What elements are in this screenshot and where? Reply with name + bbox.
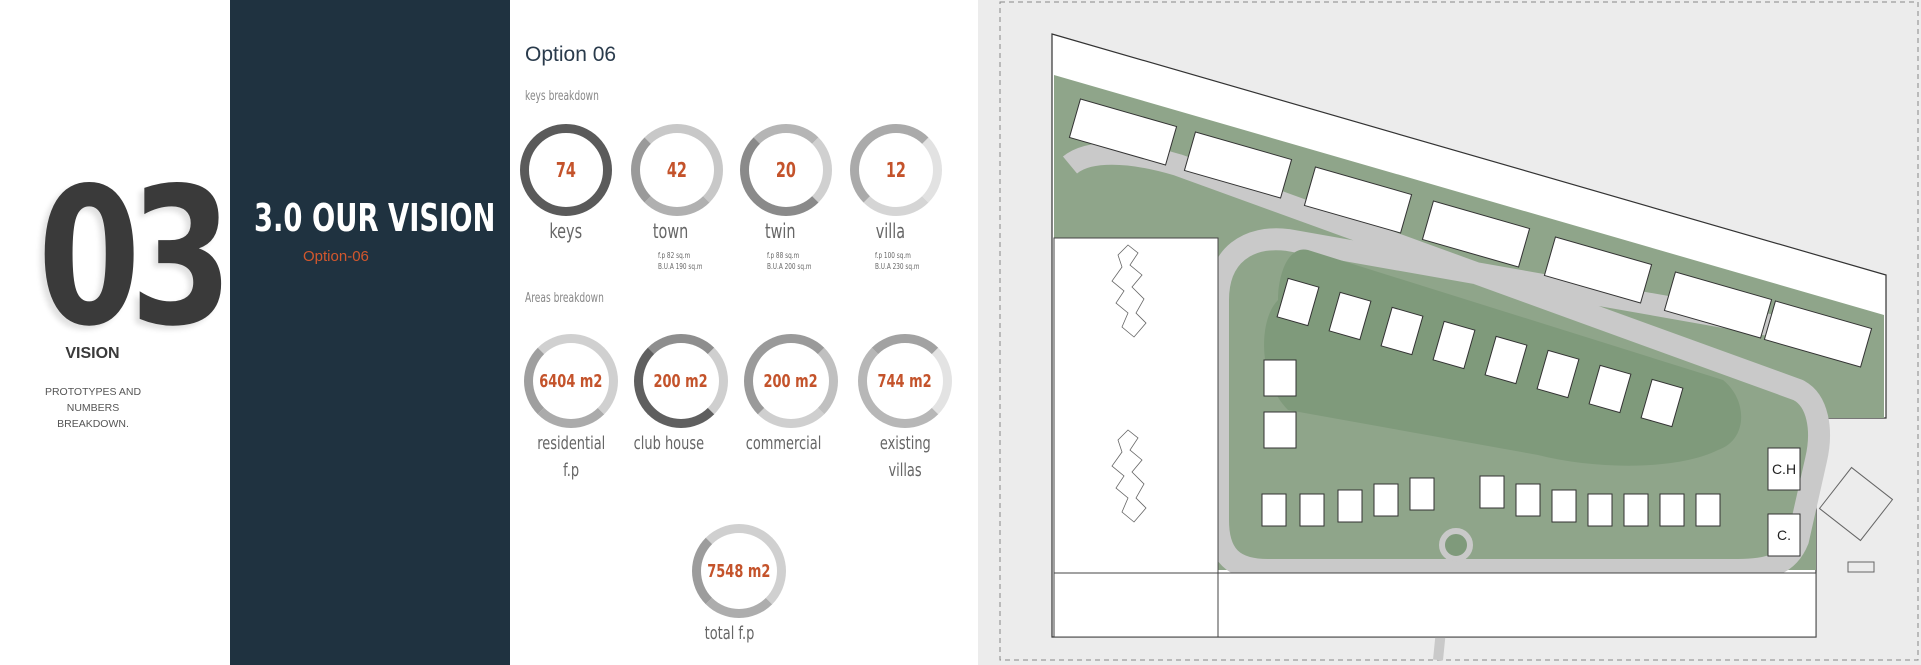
section-label: VISION — [65, 345, 120, 362]
stat-label-keys: keys — [549, 219, 583, 243]
page-subtitle: Option-06 — [303, 248, 369, 265]
title-band — [230, 0, 510, 665]
stat-ring-keys: 74 — [520, 124, 612, 216]
stat-label-club-house: club house — [633, 433, 705, 454]
stat-ring-town: 42 — [631, 124, 723, 216]
stat-ring-twin: 20 — [740, 124, 832, 216]
stat-label-total: total f.p — [705, 623, 755, 644]
stat-ring-villa: 12 — [850, 124, 942, 216]
club-house-label: C.H — [1772, 461, 1796, 477]
option-title: Option 06 — [525, 43, 617, 66]
stat-label-commercial: commercial — [745, 433, 822, 454]
stat-ring-club-house: 200 m2 — [634, 334, 728, 428]
section-description: PROTOTYPES AND NUMBERS BREAKDOWN. — [44, 386, 142, 430]
section-number: 03 — [37, 147, 233, 368]
stat-ring-existing-villas: 744 m2 — [858, 334, 952, 428]
stat-label-villa: villa — [875, 219, 905, 243]
stat-ring-residential: 6404 m2 — [524, 334, 618, 428]
stat-ring-total: 7548 m2 — [692, 524, 786, 618]
page-title: 3.0 OUR VISION — [254, 196, 496, 240]
commercial-label: C. — [1777, 527, 1791, 543]
stat-label-town: town — [653, 219, 689, 243]
site-plan-drawing: C.H C. — [999, 1, 1919, 661]
site-plan: C.H C. — [978, 0, 1921, 665]
section-panel: 03 VISION PROTOTYPES AND NUMBERS BREAKDO… — [0, 0, 233, 665]
stat-label-twin: twin — [764, 219, 796, 243]
stat-ring-commercial: 200 m2 — [744, 334, 838, 428]
areas-breakdown-label: Areas breakdown — [525, 291, 604, 306]
keys-breakdown-label: keys breakdown — [525, 89, 599, 104]
